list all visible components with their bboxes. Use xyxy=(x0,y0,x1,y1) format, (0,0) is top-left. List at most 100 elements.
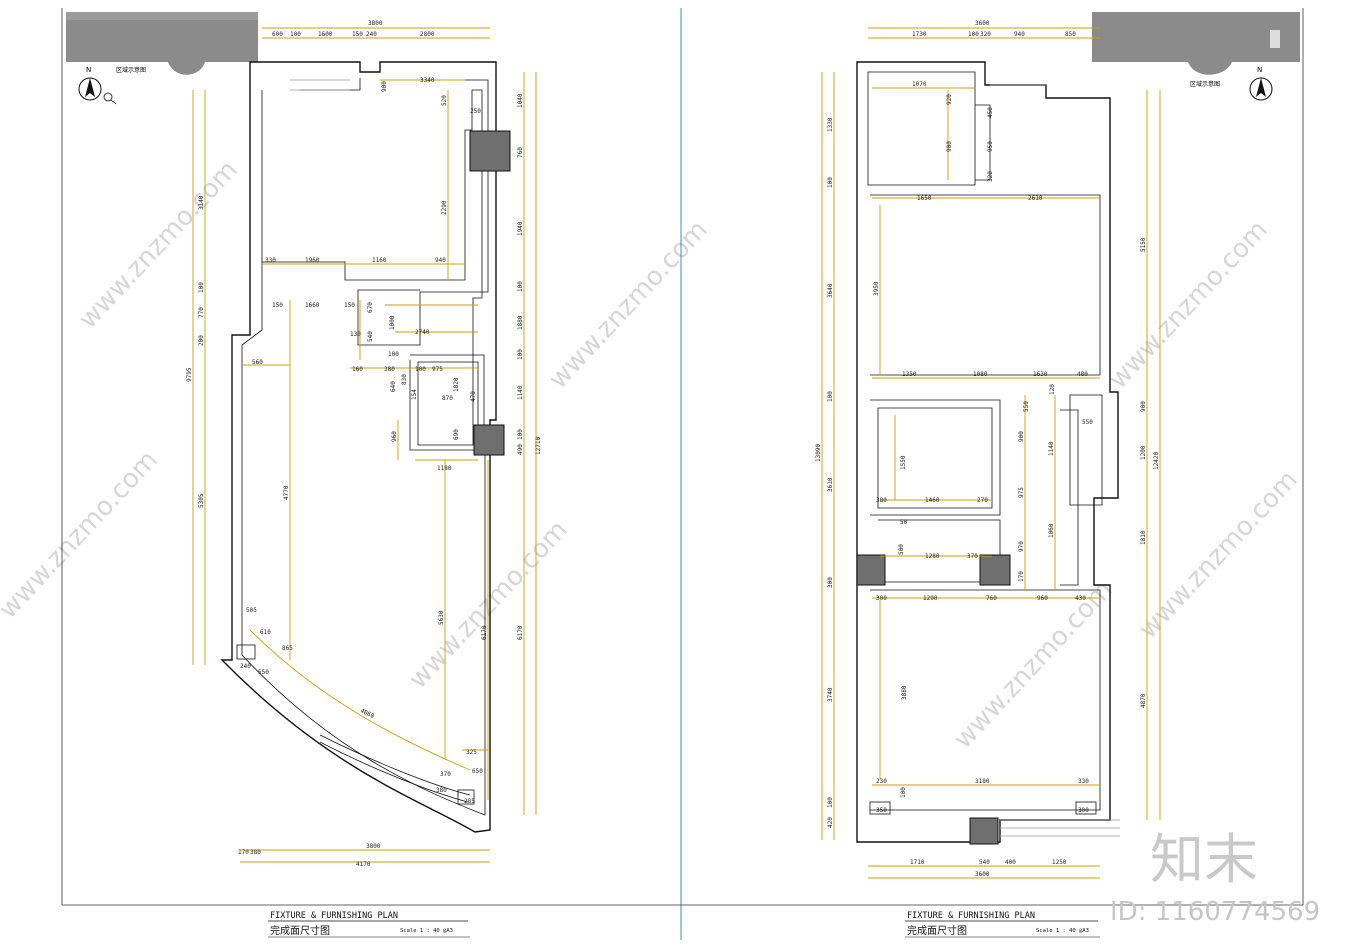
key-plan-label: 区域示意图 xyxy=(1190,80,1220,88)
dim-inner: 1820 xyxy=(453,377,460,392)
structural-column xyxy=(856,554,886,586)
dim-left: 200 xyxy=(198,335,205,346)
image-id-label: ID: 1160774569 xyxy=(1110,897,1320,927)
dim-inner: 370 xyxy=(440,771,451,778)
dim-top: 2800 xyxy=(420,31,435,38)
floor-plan-right: N 区域示意图 xyxy=(815,12,1300,938)
dim-left: 420 xyxy=(827,817,834,828)
dim-inner: 900 xyxy=(1018,431,1025,442)
dim-top: 100 xyxy=(968,31,979,38)
dim-right: 12420 xyxy=(1153,452,1160,470)
dim-inner: 270 xyxy=(977,497,988,504)
dim-inner: 1460 xyxy=(925,497,940,504)
dim-inner: 480 xyxy=(1077,371,1088,378)
dim-bottom: 540 xyxy=(979,859,990,866)
dim-right: 4870 xyxy=(1140,693,1147,708)
watermark-url: www.znzmo.com xyxy=(403,515,574,695)
dim-inner: 320 xyxy=(987,171,994,182)
dim-inner: 430 xyxy=(1075,595,1086,602)
dim-left: 100 xyxy=(827,391,834,402)
dim-left: 1330 xyxy=(827,117,834,132)
dim-inner: 1550 xyxy=(900,455,907,470)
dim-inner: 1140 xyxy=(1048,441,1055,456)
sheet-frame xyxy=(61,8,1304,940)
dim-right: 6170 xyxy=(517,625,524,640)
dim-inner: 330 xyxy=(265,257,276,264)
dim-inner: 1650 xyxy=(917,195,932,202)
dim-inner: 100 xyxy=(388,351,399,358)
dim-inner: 550 xyxy=(1082,419,1093,426)
structural-column xyxy=(969,817,999,845)
dim-inner: 4060 xyxy=(359,707,375,720)
dim-right: 490 xyxy=(517,444,524,455)
watermark-url: www.znzmo.com xyxy=(73,155,244,335)
sheet-scale: Scale 1 : 40 @A3 xyxy=(400,928,453,934)
sheet-title: FIXTURE & FURNISHING PLAN xyxy=(270,911,398,921)
dim-top: 240 xyxy=(366,31,377,38)
dim-inner: 940 xyxy=(435,257,446,264)
sheet-subtitle: 完成面尺寸图 xyxy=(907,924,967,937)
dim-inner: 1060 xyxy=(1048,523,1055,538)
dim-right: 100 xyxy=(517,429,524,440)
brand-watermark: 知末 xyxy=(1150,828,1258,891)
sheet-title: FIXTURE & FURNISHING PLAN xyxy=(907,911,1035,921)
dim-top: 320 xyxy=(980,31,991,38)
dim-inner: 1630 xyxy=(1033,371,1048,378)
dim-inner: 760 xyxy=(986,595,997,602)
dim-bottom: 170 xyxy=(238,849,249,856)
dim-inner: 520 xyxy=(441,95,448,106)
dim-inner: 380 xyxy=(876,497,887,504)
key-plan-thumbnail xyxy=(66,12,258,75)
dim-right: 5150 xyxy=(1140,237,1147,252)
dim-left: 3140 xyxy=(198,195,205,210)
dim-inner: 1080 xyxy=(973,371,988,378)
dim-inner: 1960 xyxy=(305,257,320,264)
watermark-url: www.znzmo.com xyxy=(0,445,164,625)
sheet-scale: Scale 1 : 40 @A3 xyxy=(1036,928,1089,934)
dim-inner: 370 xyxy=(967,553,978,560)
dim-top: 100 xyxy=(290,31,301,38)
key-plan-thumbnail xyxy=(1092,12,1300,75)
dim-inner: 150 xyxy=(344,302,355,309)
dim-top: 1730 xyxy=(912,31,927,38)
dim-inner: 540 xyxy=(367,331,374,342)
dim-bottom: 1250 xyxy=(1052,859,1067,866)
dim-inner: 1000 xyxy=(389,315,396,330)
dim-inner: 560 xyxy=(252,359,263,366)
dim-top: 3800 xyxy=(368,20,383,27)
structural-column xyxy=(473,424,505,456)
dim-left: 100 xyxy=(198,282,205,293)
dim-inner: 240 xyxy=(240,663,251,670)
dim-top: 3600 xyxy=(975,20,990,27)
svg-text:N: N xyxy=(1257,66,1262,74)
dim-inner: 550 xyxy=(1023,401,1030,412)
dim-inner: 100 xyxy=(415,366,426,373)
dim-top: 850 xyxy=(1065,31,1076,38)
dim-inner: 900 xyxy=(381,81,388,92)
dim-inner: 640 xyxy=(390,381,397,392)
dim-bottom: 380 xyxy=(250,849,261,856)
dim-right: 1940 xyxy=(517,221,524,236)
dim-inner: 154 xyxy=(411,389,418,400)
watermark-url: www.znzmo.com xyxy=(1133,465,1304,645)
dim-inner: 975 xyxy=(432,366,443,373)
dim-right: 1200 xyxy=(1140,445,1147,460)
dim-right: 1810 xyxy=(1140,530,1147,545)
dim-left: 13090 xyxy=(815,444,822,462)
dim-top: 150 xyxy=(352,31,363,38)
dim-inner: 1160 xyxy=(372,257,387,264)
dim-inner: 230 xyxy=(876,778,887,785)
dim-inner: 2290 xyxy=(441,200,448,215)
dim-top: 1600 xyxy=(318,31,333,38)
dim-inner: 50 xyxy=(900,519,908,526)
dim-bottom: 3800 xyxy=(366,843,381,850)
dim-right: 760 xyxy=(517,147,524,158)
dim-left: 770 xyxy=(198,307,205,318)
structural-column xyxy=(469,130,511,172)
dim-inner: 130 xyxy=(350,331,361,338)
dim-inner: 170 xyxy=(1018,571,1025,582)
dim-right: 1040 xyxy=(517,93,524,108)
dim-inner: 160 xyxy=(352,366,363,373)
dim-left: 3640 xyxy=(827,283,834,298)
